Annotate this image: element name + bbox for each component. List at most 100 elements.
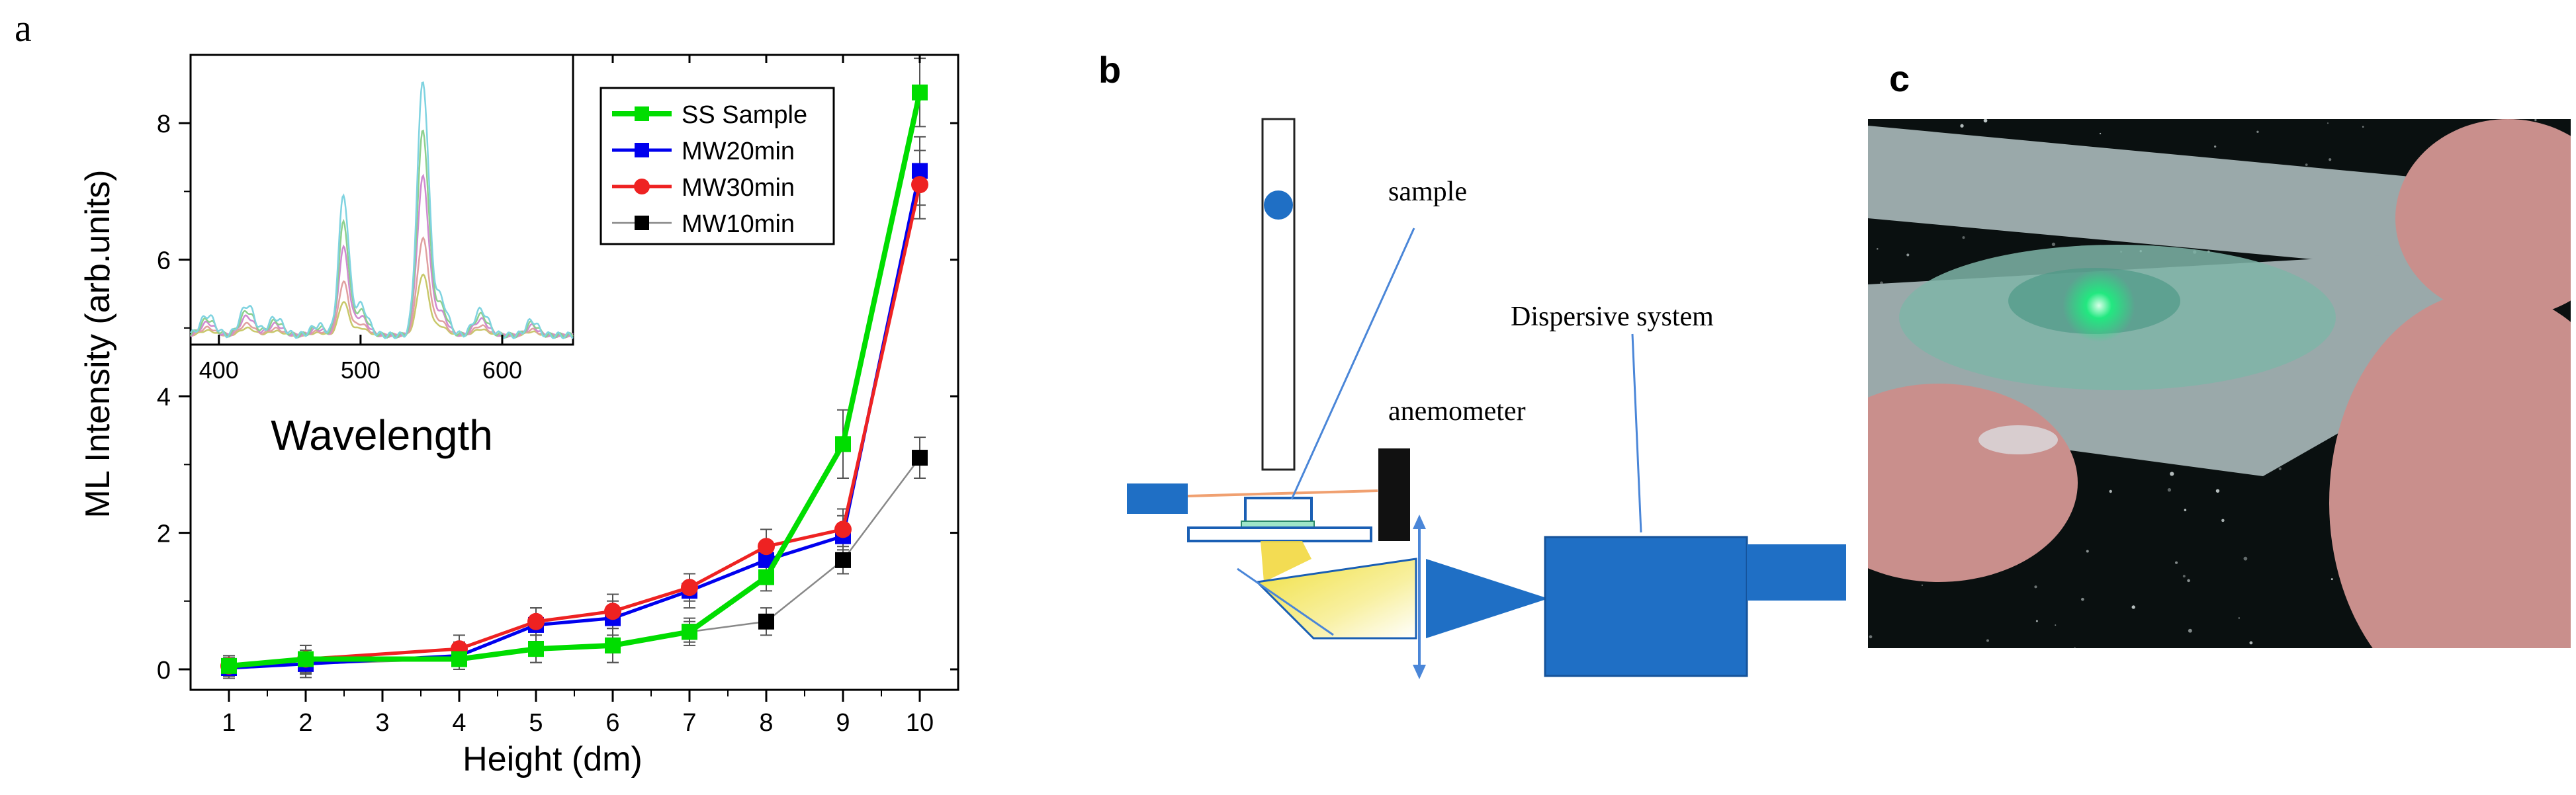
data-point [834,521,852,538]
legend-label: SS Sample [682,101,807,129]
sparkle [1983,119,1988,123]
x-tick-label: 4 [452,709,466,737]
sparkle [2109,489,2112,493]
sparkle [2329,158,2332,161]
sparkle [2081,597,2084,601]
legend-marker [635,106,649,121]
finger-top [2395,119,2571,317]
collimator-lens [1426,559,1548,638]
data-point [912,450,928,466]
experimental-setup-diagram: sample anemometer Dispersive system [1127,118,1846,679]
inset-spectrum: 400 500 600 Wavelength [189,54,574,459]
legend-marker [634,179,650,194]
drop-tube [1261,118,1296,471]
sparkle [2184,509,2187,511]
sample-pointer-line [1290,228,1415,500]
sparkle [2187,579,2190,583]
sparkle [1960,124,1964,128]
anemometer-label: anemometer [1388,396,1526,427]
laser-beam [1187,489,1378,497]
x-tick-label: 5 [529,709,543,737]
luminescence-photo [1868,119,2571,648]
sparkle [1986,639,1989,642]
sparkle [2362,126,2364,128]
data-point [527,612,545,630]
sparkle [2331,578,2333,581]
y-tick-label: 6 [157,247,171,275]
data-point [221,657,237,674]
data-point [682,624,697,640]
x-tick-label: 3 [375,709,389,737]
arrow-head-bottom [1413,665,1426,679]
data-point [912,84,928,101]
inset-x-tick-label: 600 [482,356,522,384]
sparkle [2055,624,2057,626]
data-point [451,651,467,667]
tweezer-upper [1868,126,2514,278]
sparkle [2182,575,2186,578]
fingernail [1978,425,2058,454]
sparkle [2305,163,2308,166]
sparkle [2170,472,2174,476]
sparkle [2074,646,2076,648]
sparkle [2051,242,2056,246]
inset-x-ticks: 400 500 600 [199,335,522,384]
sparkle [1962,236,1965,239]
sparkle [2256,130,2259,133]
x-tick-label: 6 [605,709,619,737]
sparkle [2221,519,2225,523]
data-point [681,579,698,597]
inset-x-label: Wavelength [271,411,493,459]
legend-marker [635,143,649,157]
sparkle [2243,556,2248,561]
sparkle [1877,248,1879,250]
panel-label-b: b [1098,49,1121,91]
sparkle [2278,467,2282,470]
data-point [835,436,851,452]
sparkle [1921,584,1924,587]
sparkle [2175,561,2178,564]
data-point [605,637,621,653]
anemometer-block [1378,448,1410,541]
detector-block [1747,544,1846,601]
y-tick-label: 4 [157,384,171,411]
luminescence-glow [2063,269,2135,342]
stage-base [1187,526,1372,542]
sparkle [2188,628,2192,633]
sparkle [2167,487,2172,492]
inset-x-tick-label: 500 [341,356,380,384]
sparkle [2238,617,2241,619]
x-tick-label: 10 [906,709,934,737]
laser-source [1127,483,1188,514]
x-axis-label: Height (dm) [463,740,643,778]
panel-label-a: a [15,7,32,50]
chart-series-layer [220,84,928,676]
legend-label: MW10min [682,210,795,238]
legend-label: MW30min [682,174,795,202]
inset-spectrum-line [189,81,574,339]
x-tick-label: 9 [836,709,850,737]
finger-right [2329,291,2571,648]
x-tick-label: 1 [222,709,236,737]
falling-ball [1264,190,1293,220]
panel-label-c: c [1889,58,1910,99]
sparkle [2035,620,2038,622]
data-point [604,603,621,620]
data-point [835,552,851,568]
sparkle [2534,119,2537,122]
data-point [528,641,544,657]
emission-cone [1261,541,1311,582]
x-tick-label: 7 [682,709,696,737]
data-point [911,176,928,194]
inset-x-tick-label: 400 [199,356,239,384]
sparkle [1869,635,1873,639]
inset-spectra-lines [189,81,574,339]
y-tick-label: 0 [157,657,171,685]
sparkle [2086,550,2089,553]
dispersive-pointer-line [1631,333,1642,533]
sparkle [2099,132,2102,135]
